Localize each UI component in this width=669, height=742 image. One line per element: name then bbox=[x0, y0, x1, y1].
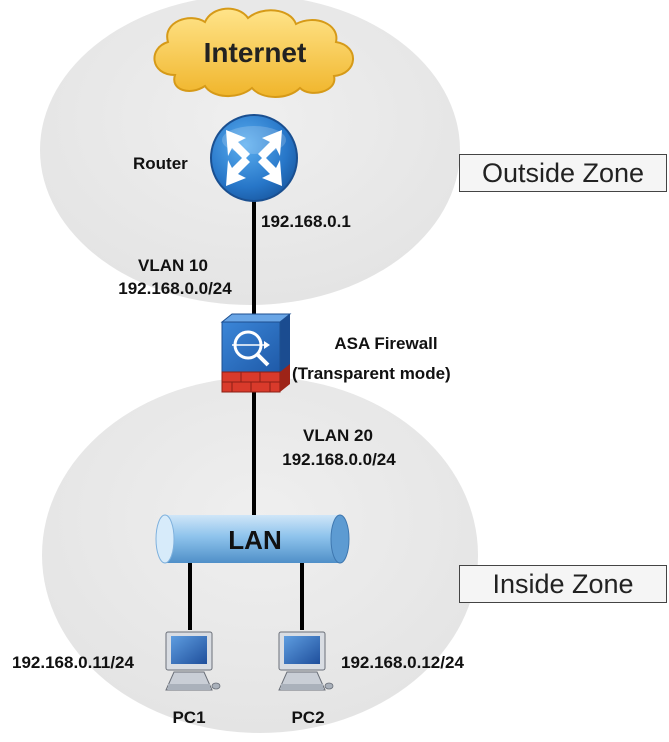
router-ip-label: 192.168.0.1 bbox=[261, 212, 351, 231]
outside-zone-label: Outside Zone bbox=[459, 154, 667, 192]
inside-zone-label: Inside Zone bbox=[459, 565, 667, 603]
pc2-name-label: PC2 bbox=[291, 708, 325, 727]
lan-label: LAN bbox=[228, 525, 282, 555]
internet-label: Internet bbox=[203, 37, 307, 68]
vlan10-name-label: VLAN 10 bbox=[138, 256, 208, 275]
pc-icon bbox=[165, 631, 221, 691]
cloud-icon bbox=[153, 7, 354, 98]
pc1-ip-label: 192.168.0.11/24 bbox=[12, 653, 134, 672]
firewall-mode-label: (Transparent mode) bbox=[292, 364, 451, 383]
vlan20-name-label: VLAN 20 bbox=[303, 426, 373, 445]
lan-segment-icon bbox=[155, 514, 350, 564]
pc1-name-label: PC1 bbox=[172, 708, 206, 727]
router-label: Router bbox=[133, 154, 188, 173]
router-icon bbox=[210, 114, 298, 202]
vlan10-subnet-label: 192.168.0.0/24 bbox=[118, 279, 232, 298]
vlan20-subnet-label: 192.168.0.0/24 bbox=[282, 450, 396, 469]
pc2-ip-label: 192.168.0.12/24 bbox=[341, 653, 464, 672]
firewall-name-label: ASA Firewall bbox=[334, 334, 438, 353]
firewall-icon bbox=[220, 313, 292, 393]
pc-icon bbox=[278, 631, 334, 691]
